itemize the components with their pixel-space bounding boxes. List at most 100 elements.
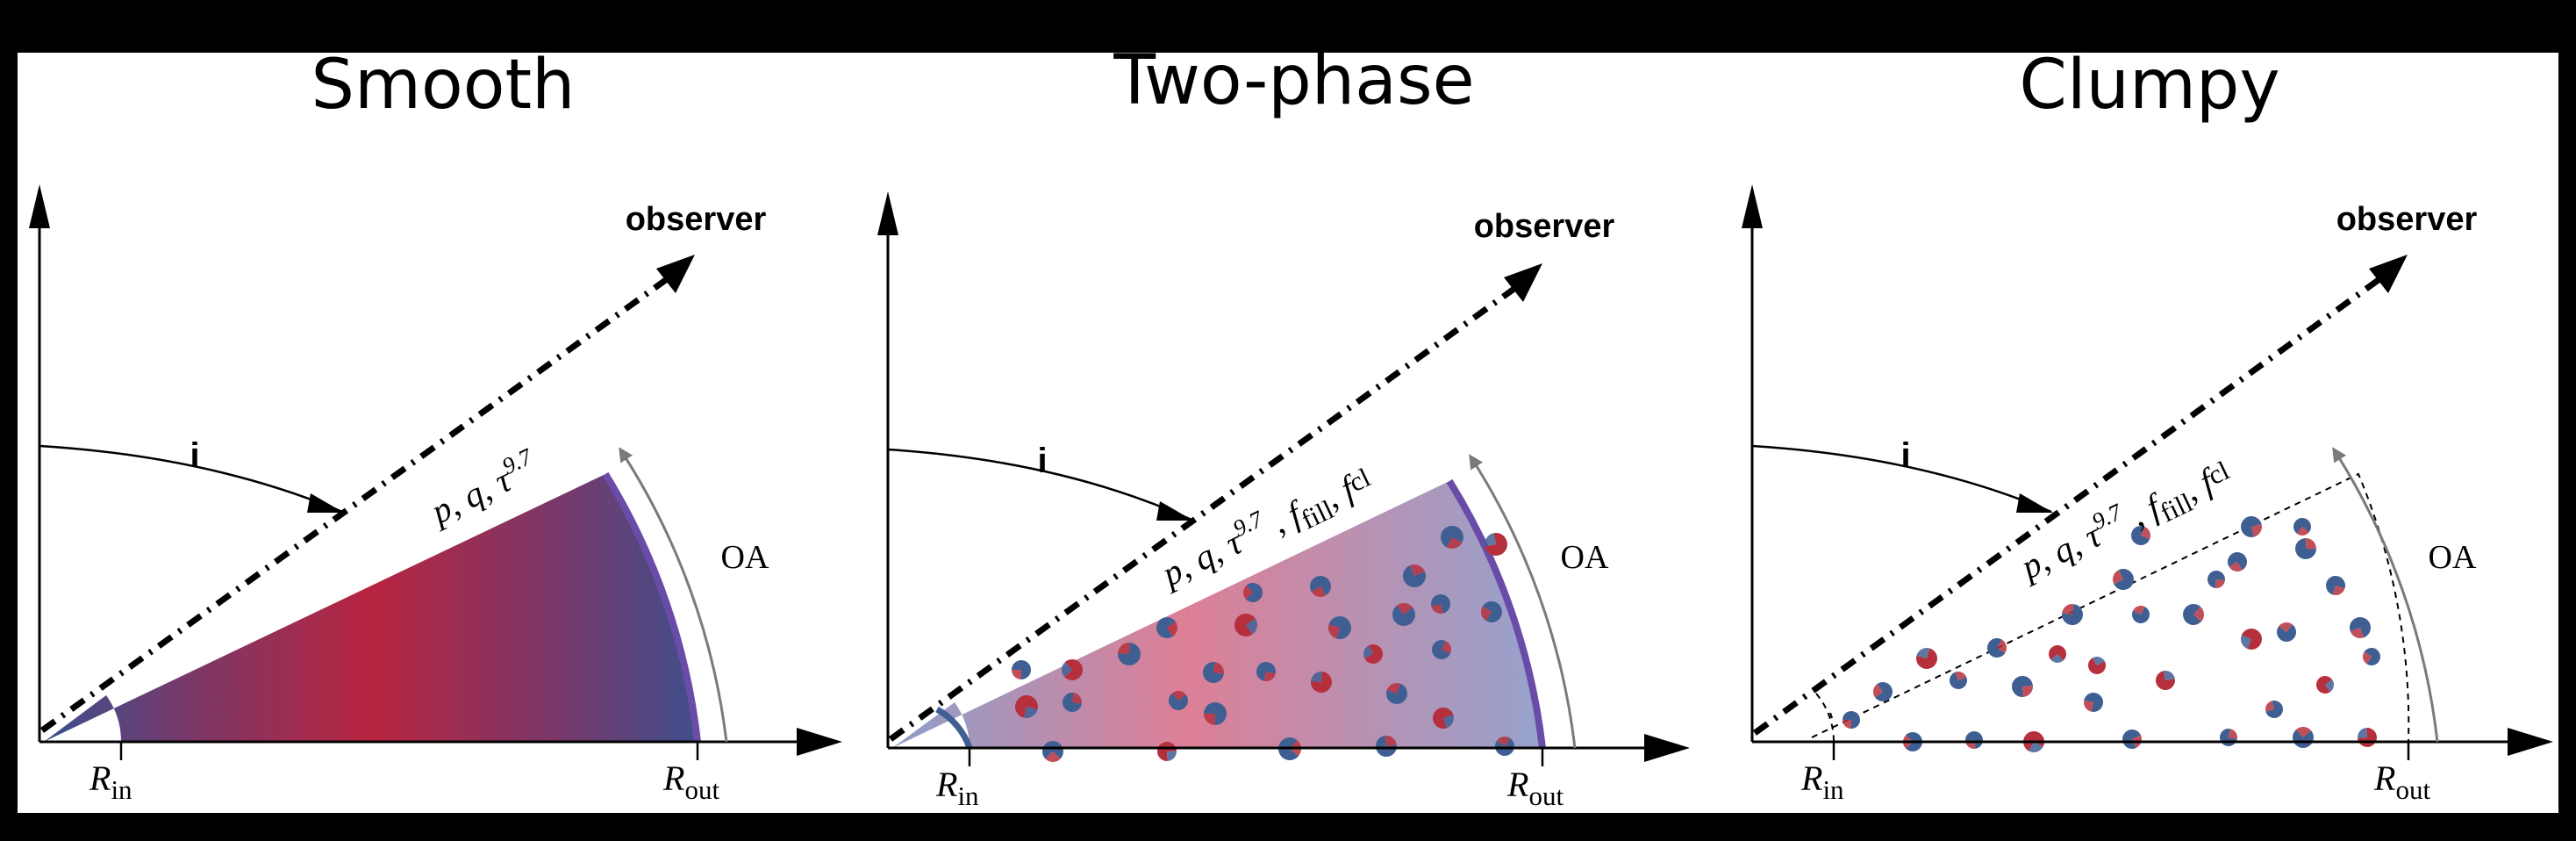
dust-clump-icon	[2084, 693, 2103, 712]
outer-radius-label: Rout	[662, 758, 719, 805]
dust-clump-icon	[1432, 640, 1451, 659]
line-of-sight	[888, 285, 1518, 742]
dust-clump-icon	[2132, 606, 2150, 623]
clump-field	[1843, 516, 2380, 752]
inclination-label: i	[1037, 442, 1047, 480]
dust-clump-icon	[1243, 583, 1263, 602]
line-of-sight	[1752, 277, 2382, 736]
dust-clump-icon	[1311, 672, 1332, 693]
dust-clump-icon	[1441, 526, 1463, 549]
dust-clump-icon	[1363, 644, 1383, 664]
outer-rim	[1446, 478, 1546, 749]
opening-angle-label: OA	[2429, 539, 2477, 576]
dust-clump-icon	[1062, 659, 1083, 680]
dust-clump-icon	[1204, 702, 1227, 725]
dust-clump-icon	[1485, 533, 1507, 556]
dust-clump-icon	[2241, 629, 2262, 650]
dust-clump-icon	[1234, 614, 1257, 636]
dust-clump-icon	[2228, 552, 2247, 571]
inner-radius-label: Rin	[89, 758, 132, 805]
observer-label: observer	[2336, 201, 2478, 238]
observer-label: observer	[1474, 208, 1615, 245]
dust-clump-icon	[2295, 538, 2316, 559]
dust-clump-icon	[1987, 638, 2007, 658]
torus-wedge-smooth	[44, 474, 698, 742]
dust-clump-icon	[2363, 648, 2380, 665]
dust-clump-icon	[2049, 645, 2066, 663]
opening-angle-arc	[619, 447, 728, 743]
arrowhead-icon	[1156, 501, 1193, 521]
dust-clump-icon	[1169, 691, 1188, 710]
inclination-arc	[1751, 444, 2052, 514]
dust-clump-icon	[2316, 676, 2334, 694]
observer-label: observer	[626, 201, 767, 238]
dust-clump-icon	[1376, 736, 1397, 757]
opening-angle-arc	[1469, 454, 1577, 749]
dust-clump-icon	[2293, 727, 2314, 748]
observer-arrowhead-icon	[656, 255, 695, 293]
inner-rim	[935, 706, 973, 750]
dust-clump-icon	[2265, 701, 2283, 718]
dust-clump-icon	[2156, 671, 2175, 690]
panel-title: Two-phase	[1113, 41, 1474, 120]
inclination-arc	[887, 448, 1192, 521]
outer-radius-label: Rout	[2373, 758, 2430, 805]
dust-clump-icon	[1156, 617, 1177, 638]
dust-clump-icon	[1403, 564, 1426, 587]
dust-clump-icon	[1256, 662, 1276, 681]
dust-clump-icon	[2293, 518, 2311, 536]
dust-clump-icon	[1042, 741, 1063, 762]
dust-clump-icon	[2113, 569, 2134, 590]
dust-clump-icon	[1063, 693, 1082, 712]
inner-radius-label: Rin	[1800, 758, 1844, 805]
observer-arrowhead-icon	[2369, 255, 2408, 293]
dust-clump-icon	[1843, 711, 1860, 729]
dust-clump-icon	[2241, 516, 2262, 537]
outer-rim	[602, 471, 701, 743]
dust-clump-icon	[1431, 594, 1450, 614]
dust-clump-icon	[1118, 643, 1141, 665]
dust-clump-icon	[1328, 616, 1351, 639]
arrowhead-icon	[2508, 728, 2553, 756]
line-of-sight	[39, 277, 669, 733]
arrowhead-icon	[307, 493, 344, 513]
observer-arrowhead-icon	[1504, 263, 1542, 302]
arrowhead-icon	[2016, 493, 2053, 513]
arrowhead-icon	[1742, 184, 1763, 228]
panel-smooth: Smooth observer i OA p, q, τ9.7 Rin Rout	[29, 46, 842, 805]
torus-wedge-two-phase	[892, 481, 1542, 748]
dust-clump-icon	[1433, 708, 1454, 729]
arrowhead-icon	[29, 184, 50, 228]
inclination-label: i	[1900, 436, 1910, 475]
outer-radius-label: Rout	[1506, 765, 1563, 811]
dust-clump-icon	[1015, 695, 1038, 718]
dust-clump-icon	[1392, 603, 1415, 626]
panel-clumpy: Clumpy observer i OA p, q, τ9.7 , ffill,…	[1742, 46, 2553, 805]
opening-angle-label: OA	[721, 539, 769, 576]
panel-title: Smooth	[311, 46, 576, 125]
panel-title: Clumpy	[2019, 46, 2279, 125]
dust-clump-icon	[1310, 576, 1331, 597]
arrowhead-icon	[877, 191, 898, 235]
opening-angle-label: OA	[1561, 539, 1609, 576]
dust-clump-icon	[2088, 657, 2106, 674]
arrowhead-icon	[797, 728, 842, 756]
inner-radius-label: Rin	[935, 765, 979, 811]
dust-clump-icon	[2183, 604, 2204, 625]
dust-clump-icon	[2326, 576, 2345, 595]
dust-clump-icon	[1012, 660, 1031, 679]
dust-clump-icon	[1481, 601, 1502, 622]
dust-clump-icon	[2277, 622, 2296, 642]
dust-clump-icon	[2012, 676, 2033, 697]
dust-clump-icon	[1203, 662, 1224, 683]
torus-wedge-outline	[1811, 472, 2410, 743]
opening-angle-arc	[2332, 447, 2439, 743]
dust-clump-icon	[1916, 648, 1937, 669]
dust-clump-icon	[2131, 526, 2150, 545]
arrowhead-icon	[1644, 734, 1690, 762]
dust-clump-icon	[1386, 683, 1407, 704]
inclination-arc	[39, 444, 343, 514]
dust-clump-icon	[2350, 617, 2371, 638]
dust-clump-icon	[1873, 682, 1893, 701]
